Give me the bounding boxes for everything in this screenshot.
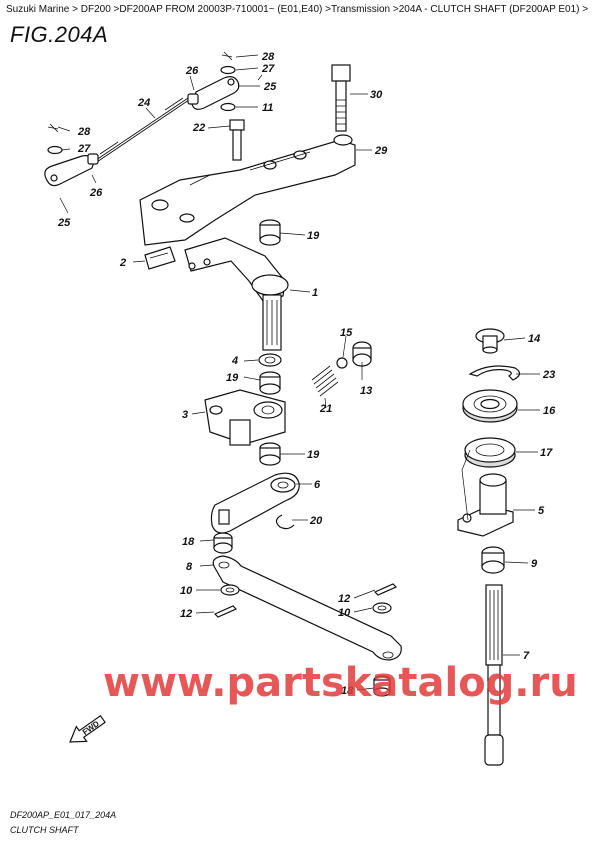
callout-30: 30 bbox=[370, 89, 383, 101]
bracket-29[interactable] bbox=[139, 134, 356, 246]
callout-6: 6 bbox=[314, 479, 321, 491]
leader-lines bbox=[57, 54, 540, 691]
callout-28-top: 28 bbox=[261, 51, 275, 63]
oil-seal-17[interactable] bbox=[464, 437, 516, 468]
bush-19-lower[interactable] bbox=[259, 442, 281, 466]
callout-11: 11 bbox=[262, 102, 273, 114]
spring-21[interactable] bbox=[311, 365, 339, 397]
callout-12-right: 12 bbox=[338, 593, 350, 605]
callout-21: 21 bbox=[319, 403, 332, 415]
callout-7: 7 bbox=[523, 650, 530, 662]
callout-29: 29 bbox=[374, 145, 388, 157]
callout-25-top: 25 bbox=[263, 81, 277, 93]
diagram-code: DF200AP_E01_017_204A bbox=[10, 810, 117, 820]
rod-end-25-left[interactable] bbox=[44, 153, 99, 187]
callout-15: 15 bbox=[340, 327, 353, 339]
callout-26-top: 26 bbox=[185, 65, 199, 77]
callout-10-right: 10 bbox=[338, 607, 351, 619]
breadcrumb[interactable]: Suzuki Marine > DF200 >DF200AP FROM 2000… bbox=[6, 4, 589, 15]
shift-lever-1[interactable] bbox=[184, 237, 289, 351]
figure-title: FIG.204A bbox=[10, 22, 109, 47]
callout-20: 20 bbox=[309, 515, 323, 527]
callout-2: 2 bbox=[119, 257, 126, 269]
fwd-arrow: FWD bbox=[69, 714, 106, 743]
ball-15[interactable] bbox=[336, 357, 348, 369]
cam-5[interactable] bbox=[457, 473, 514, 537]
callout-9: 9 bbox=[531, 558, 538, 570]
diagram-name: CLUTCH SHAFT bbox=[10, 825, 79, 835]
watermark: www.partskatalog.ru bbox=[103, 660, 578, 706]
callout-19-lower: 19 bbox=[307, 449, 320, 461]
callout-13: 13 bbox=[360, 385, 372, 397]
housing-3[interactable] bbox=[204, 389, 286, 446]
callout-23: 23 bbox=[542, 369, 555, 381]
e-ring-20[interactable] bbox=[275, 514, 295, 530]
bush-18-bottom[interactable] bbox=[373, 675, 391, 697]
callout-27-top: 27 bbox=[261, 63, 275, 75]
pin-12-right[interactable] bbox=[373, 583, 398, 596]
callout-26-left: 26 bbox=[89, 187, 103, 199]
callout-19-top: 19 bbox=[307, 230, 320, 242]
washers-top-left[interactable] bbox=[47, 51, 236, 155]
callout-25-left: 25 bbox=[57, 217, 71, 229]
callout-16: 16 bbox=[543, 405, 556, 417]
bush-19-top[interactable] bbox=[259, 219, 281, 246]
callout-14: 14 bbox=[528, 333, 540, 345]
callout-22: 22 bbox=[192, 122, 205, 134]
bush-18-top[interactable] bbox=[213, 532, 233, 554]
callout-8: 8 bbox=[186, 561, 193, 573]
callout-10-left: 10 bbox=[180, 585, 193, 597]
cap-13[interactable] bbox=[352, 341, 372, 367]
callout-12-left: 12 bbox=[180, 608, 192, 620]
callout-5: 5 bbox=[538, 505, 545, 517]
callout-18-top: 18 bbox=[182, 536, 195, 548]
callout-24: 24 bbox=[137, 97, 150, 109]
bearing-16[interactable] bbox=[462, 389, 518, 423]
shift-rod-24[interactable] bbox=[94, 96, 191, 164]
clutch-shaft-7[interactable] bbox=[484, 584, 504, 766]
washer-4[interactable] bbox=[258, 353, 282, 367]
bolt-30[interactable] bbox=[331, 64, 351, 132]
snap-ring-23[interactable] bbox=[468, 365, 521, 381]
pin-12-left[interactable] bbox=[213, 605, 238, 618]
callout-28-left: 28 bbox=[77, 126, 91, 138]
bush-9[interactable] bbox=[481, 546, 505, 574]
callout-1: 1 bbox=[312, 287, 318, 299]
bush-19-middle[interactable] bbox=[259, 371, 281, 395]
link-rod-8[interactable] bbox=[212, 555, 402, 661]
washer-10-right[interactable] bbox=[372, 602, 392, 614]
screw-14[interactable] bbox=[475, 328, 505, 354]
callout-3: 3 bbox=[182, 409, 188, 421]
arm-6[interactable] bbox=[210, 472, 300, 534]
clip-2[interactable] bbox=[144, 246, 176, 270]
bolt-22[interactable] bbox=[229, 119, 245, 161]
callout-19-middle: 19 bbox=[226, 372, 239, 384]
callout-17: 17 bbox=[540, 447, 553, 459]
rod-end-25-top[interactable] bbox=[187, 76, 240, 110]
callout-18-bottom: 18 bbox=[341, 685, 354, 697]
callout-labels: 28 27 26 25 11 24 22 30 29 28 27 26 25 1… bbox=[57, 51, 556, 697]
washer-10-left[interactable] bbox=[220, 584, 240, 596]
callout-27-left: 27 bbox=[77, 143, 91, 155]
callout-4: 4 bbox=[231, 355, 238, 367]
